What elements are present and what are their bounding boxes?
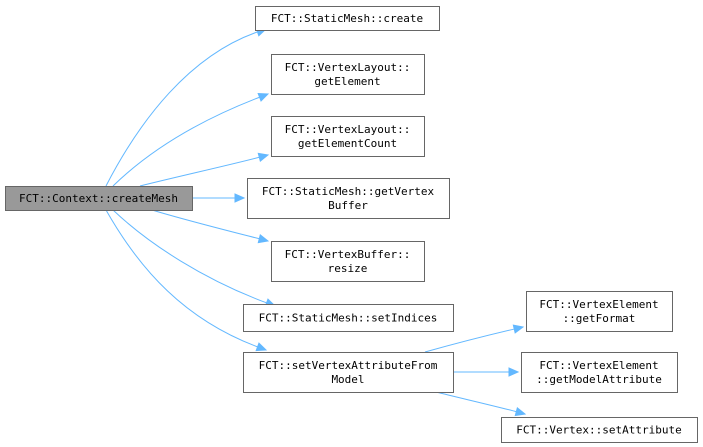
node-box xyxy=(271,116,425,157)
node-box xyxy=(243,352,454,393)
arrow-head xyxy=(512,324,525,334)
node-label-line: ::getFormat xyxy=(563,312,636,325)
edge-line xyxy=(435,391,518,413)
node-box xyxy=(501,417,698,443)
node-label-line: FCT::VertexBuffer:: xyxy=(285,248,411,261)
edge-root-to-vertex-layout-get-element-count xyxy=(139,152,270,187)
edge-root-to-vertex-buffer-resize xyxy=(151,209,270,244)
arrow-head xyxy=(255,342,268,352)
node-label-line: FCT::Vertex::setAttribute xyxy=(516,424,682,437)
node-label-line: FCT::Context::createMesh xyxy=(19,192,178,205)
node-label-line: Model xyxy=(331,373,364,386)
root-node[interactable]: FCT::Context::createMesh xyxy=(5,186,193,211)
edge-line xyxy=(112,96,261,187)
node-vertex-element-get-format[interactable]: FCT::VertexElement::getFormat xyxy=(526,291,673,332)
edge-set-vertex-attribute-from-model-to-vertex-set-attribute xyxy=(435,391,527,417)
node-vertex-buffer-resize[interactable]: FCT::VertexBuffer::resize xyxy=(271,241,425,282)
node-label-line: FCT::VertexLayout:: xyxy=(285,61,411,74)
node-box xyxy=(271,241,425,282)
node-vertex-layout-get-element[interactable]: FCT::VertexLayout::getElement xyxy=(271,54,425,95)
node-box xyxy=(526,291,673,332)
edges-layer xyxy=(105,27,527,417)
node-box xyxy=(247,178,450,219)
node-box xyxy=(5,186,193,211)
arrow-head xyxy=(508,367,520,377)
arrow-head xyxy=(234,193,246,203)
node-label-line: FCT::VertexLayout:: xyxy=(285,123,411,136)
node-vertex-element-get-model-attribute[interactable]: FCT::VertexElement::getModelAttribute xyxy=(521,352,678,393)
node-vertex-layout-get-element-count[interactable]: FCT::VertexLayout::getElementCount xyxy=(271,116,425,157)
node-box xyxy=(271,54,425,95)
node-label-line: resize xyxy=(328,262,368,275)
edge-line xyxy=(151,209,261,240)
edge-root-to-static-mesh-set-indices xyxy=(112,209,277,308)
edge-set-vertex-attribute-from-model-to-vertex-element-get-format xyxy=(424,324,525,353)
arrow-head xyxy=(257,92,270,102)
edge-line xyxy=(105,31,259,187)
node-label-line: FCT::StaticMesh::setIndices xyxy=(259,312,438,325)
node-label-line: FCT::setVertexAttributeFrom xyxy=(259,359,438,372)
node-label-line: getElementCount xyxy=(298,137,397,150)
arrow-head xyxy=(257,152,270,163)
arrow-head xyxy=(257,234,270,244)
node-label-line: FCT::VertexElement xyxy=(539,359,658,372)
node-label-line: ::getModelAttribute xyxy=(536,373,662,386)
edge-root-to-static-mesh-get-vertex-buffer xyxy=(191,193,246,203)
nodes-layer: FCT::Context::createMeshFCT::StaticMesh:… xyxy=(5,6,698,443)
edge-set-vertex-attribute-from-model-to-vertex-element-get-model-attribute xyxy=(453,367,520,377)
edge-line xyxy=(112,209,268,304)
node-box xyxy=(243,304,454,332)
node-label-line: FCT::StaticMesh::getVertex xyxy=(262,185,435,198)
node-label-line: getElement xyxy=(314,75,380,88)
node-label-line: Buffer xyxy=(328,199,368,212)
edge-root-to-vertex-layout-get-element xyxy=(112,92,270,187)
edge-line xyxy=(139,156,261,187)
node-label-line: FCT::VertexElement xyxy=(539,298,658,311)
edge-line xyxy=(105,209,259,348)
arrow-head xyxy=(514,406,527,417)
node-label-line: FCT::StaticMesh::create xyxy=(271,12,423,25)
node-box xyxy=(255,6,440,31)
edge-root-to-static-mesh-create xyxy=(105,27,268,187)
node-static-mesh-create[interactable]: FCT::StaticMesh::create xyxy=(255,6,440,31)
node-box xyxy=(521,352,678,393)
edge-line xyxy=(424,328,516,353)
node-vertex-set-attribute[interactable]: FCT::Vertex::setAttribute xyxy=(501,417,698,443)
node-static-mesh-set-indices[interactable]: FCT::StaticMesh::setIndices xyxy=(243,304,454,332)
edge-root-to-set-vertex-attribute-from-model xyxy=(105,209,268,352)
